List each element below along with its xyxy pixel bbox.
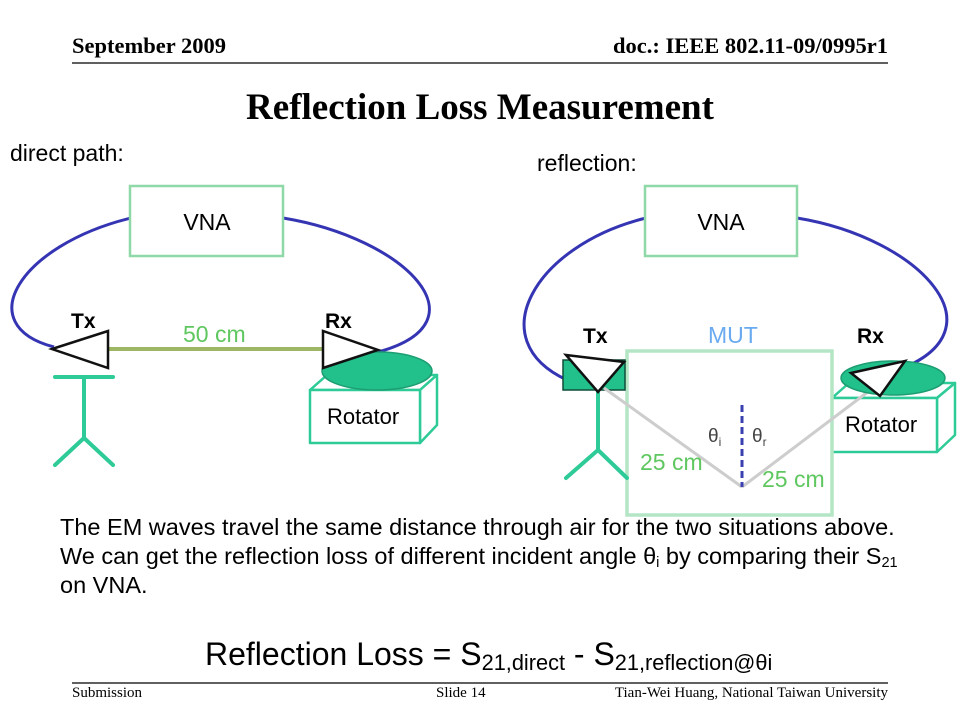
- direct-vna-box: [128, 184, 285, 258]
- reflection-loss-formula: Reflection Loss = S21,direct - S21,refle…: [205, 635, 772, 673]
- reflection-vna-box: [643, 184, 799, 258]
- direct-rx-antenna: [321, 329, 382, 370]
- body-text-segment: by comparing their S: [659, 543, 882, 569]
- reflection-angle-subscript: r: [763, 435, 767, 449]
- footer-submission: Submission: [72, 685, 143, 701]
- footer-author: Tian-Wei Huang, National Taiwan Universi…: [615, 685, 889, 701]
- reflection-angle-symbol: θ: [752, 426, 763, 447]
- reflection-tx-cable: [522, 216, 647, 382]
- body-subscript: i: [656, 555, 660, 572]
- direct-tx-stand: [53, 375, 115, 467]
- incident-ray: [603, 386, 743, 489]
- direct-tx-cable: [10, 216, 132, 349]
- formula-operator: - S: [565, 636, 615, 672]
- body-line-2: We can get the reflection loss of differ…: [60, 542, 898, 571]
- reflected-ray: [741, 386, 874, 489]
- footer-slide-number: Slide 14: [436, 685, 486, 701]
- direct-distance-label: 50 cm: [183, 321, 246, 347]
- body-line-1: The EM waves travel the same distance th…: [60, 514, 895, 540]
- direct-rx-cable: [282, 216, 431, 354]
- header-doc-id: doc.: IEEE 802.11-09/0995r1: [613, 33, 888, 58]
- direct-rx-label: Rx: [325, 310, 352, 333]
- direct-tx-antenna: [48, 329, 110, 370]
- reflection-diagram: VNA Rotator Tx MUT Rx θi θr 25 cm 25 cm: [522, 184, 957, 517]
- reflection-rx-label: Rx: [857, 325, 884, 348]
- header-date: September 2009: [72, 33, 226, 58]
- reflection-tx-antenna: [562, 353, 627, 394]
- reflection-angle-label: θr: [752, 426, 767, 449]
- incident-angle-label: θi: [708, 426, 721, 449]
- slide-title: Reflection Loss Measurement: [246, 87, 715, 128]
- reflection-tx-label: Tx: [583, 325, 608, 348]
- body-subscript: 21: [881, 555, 898, 572]
- body-text-segment: We can get the reflection loss of differ…: [60, 543, 657, 569]
- mut-panel: [625, 349, 834, 517]
- reflected-distance-label: 25 cm: [762, 466, 825, 492]
- direct-path-caption: direct path:: [10, 140, 124, 166]
- reflection-tx-stand: [564, 390, 629, 480]
- incident-angle-subscript: i: [719, 435, 722, 449]
- direct-tx-label: Tx: [71, 310, 96, 333]
- reflection-rx-antenna: [848, 359, 908, 398]
- formula-subscript-reflection: 21,reflection@θi: [614, 649, 773, 675]
- reflection-vna-label: VNA: [697, 209, 745, 235]
- reflection-rotator-label: Rotator: [845, 412, 917, 437]
- direct-vna-label: VNA: [183, 209, 231, 235]
- mut-label: MUT: [708, 322, 758, 348]
- direct-rotator-disk: [321, 351, 433, 391]
- body-line-3: on VNA.: [60, 572, 148, 598]
- formula-subscript-direct: 21,direct: [481, 649, 566, 675]
- reflection-caption: reflection:: [537, 150, 637, 176]
- incident-angle-symbol: θ: [708, 426, 719, 447]
- reflection-rx-cable: [796, 216, 949, 372]
- incident-distance-label: 25 cm: [640, 449, 703, 475]
- formula-lhs: Reflection Loss = S: [205, 636, 482, 672]
- direct-rotator-label: Rotator: [327, 404, 399, 429]
- direct-path-diagram: VNA Rotator Tx Rx 50 cm: [10, 184, 439, 467]
